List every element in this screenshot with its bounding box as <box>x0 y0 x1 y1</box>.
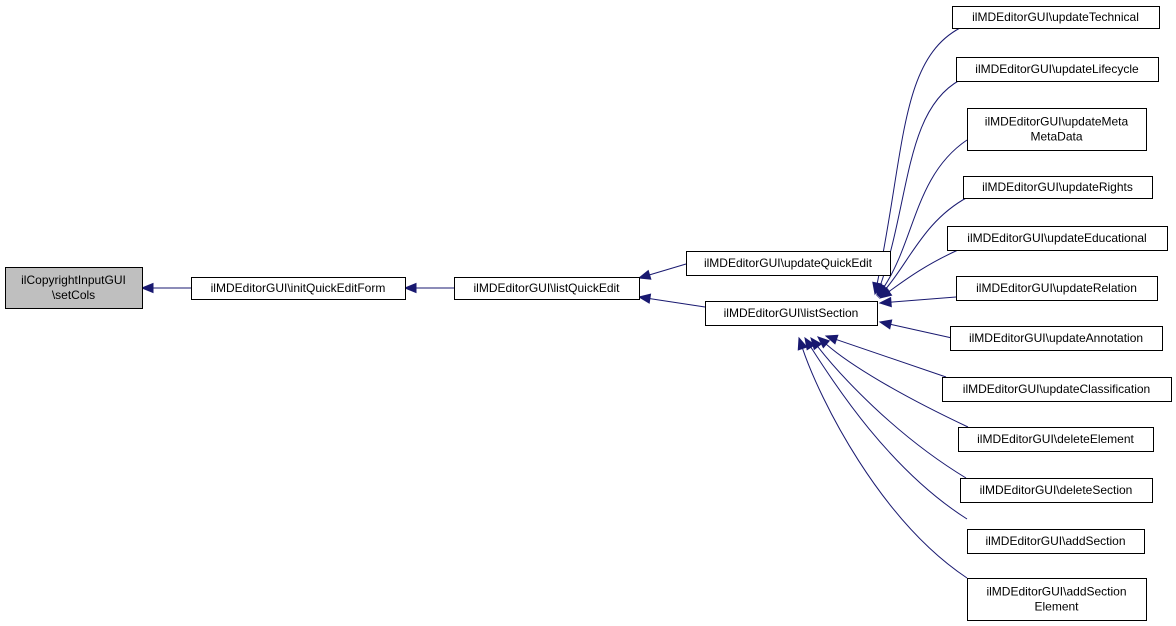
node-box <box>705 301 878 326</box>
arrow-head <box>878 319 893 330</box>
node-box <box>967 578 1147 621</box>
arrow-head <box>817 336 831 349</box>
node-label-line: MetaData <box>1030 130 1082 144</box>
node-label-line: ilMDEditorGUI\updateEducational <box>967 231 1146 245</box>
edge-line <box>810 347 968 520</box>
edge-line <box>649 263 687 276</box>
edge-addSection-to-listSection <box>804 336 968 520</box>
edges-layer <box>140 27 969 579</box>
node-updateEducational[interactable]: ilMDEditorGUI\updateEducational <box>947 226 1168 251</box>
node-label-line: ilMDEditorGUI\deleteSection <box>980 483 1133 497</box>
node-updateRelation[interactable]: ilMDEditorGUI\updateRelation <box>956 276 1158 301</box>
edge-listQuickEdit-to-initQuickEditForm <box>403 282 454 294</box>
arrow-head <box>637 293 652 304</box>
node-box <box>942 377 1172 402</box>
arrow-head <box>797 336 808 351</box>
edge-initQuickEditForm-to-setCols <box>140 282 191 294</box>
node-box <box>952 6 1160 29</box>
edge-line <box>890 296 957 303</box>
edge-updateQuickEdit-to-listQuickEdit <box>637 263 687 280</box>
node-label-line: Element <box>1034 600 1079 614</box>
edge-deleteSection-to-listSection <box>810 336 967 479</box>
node-box <box>947 226 1168 251</box>
node-addSection[interactable]: ilMDEditorGUI\addSection <box>967 529 1145 554</box>
edge-listSection-to-listQuickEdit <box>637 293 706 308</box>
edge-line <box>802 348 968 579</box>
node-box <box>454 277 640 300</box>
node-listSection[interactable]: ilMDEditorGUI\listSection <box>705 301 878 326</box>
edge-updateRelation-to-listSection <box>878 296 957 308</box>
nodes-layer: ilCopyrightInputGUI\setCols ilMDEditorGUI… <box>5 6 1172 621</box>
edge-line <box>880 79 961 285</box>
node-label-line: ilMDEditorGUI\deleteElement <box>977 432 1134 446</box>
node-label-line: ilMDEditorGUI\initQuickEditForm <box>211 281 386 295</box>
edge-addSectionElement-to-listSection <box>797 336 968 579</box>
node-label-line: ilMDEditorGUI\updateClassification <box>963 382 1150 396</box>
node-box <box>963 176 1153 199</box>
node-updateRights[interactable]: ilMDEditorGUI\updateRights <box>963 176 1153 199</box>
edge-updateClassification-to-listSection <box>824 334 947 378</box>
arrow-head <box>878 287 893 299</box>
arrow-head <box>804 336 816 351</box>
node-label-line: ilMDEditorGUI\updateAnnotation <box>969 331 1143 345</box>
arrow-head <box>637 269 652 280</box>
edge-line <box>885 196 969 289</box>
node-listQuickEdit[interactable]: ilMDEditorGUI\listQuickEdit <box>454 277 640 300</box>
node-deleteElement[interactable]: ilMDEditorGUI\deleteElement <box>958 427 1154 452</box>
node-label-line: ilMDEditorGUI\updateTechnical <box>972 10 1139 24</box>
node-label-line: ilMDEditorGUI\listSection <box>724 306 859 320</box>
node-label-line: ilCopyrightInputGUI <box>21 273 126 287</box>
node-updateClassification[interactable]: ilMDEditorGUI\updateClassification <box>942 377 1172 402</box>
edge-line <box>890 323 953 339</box>
node-updateQuickEdit[interactable]: ilMDEditorGUI\updateQuickEdit <box>686 251 891 276</box>
edge-line <box>825 343 969 428</box>
arrow-head <box>403 282 417 294</box>
node-setCols[interactable]: ilCopyrightInputGUI\setCols <box>5 267 143 309</box>
node-label-line: ilMDEditorGUI\updateRights <box>982 180 1133 194</box>
edge-line <box>836 339 947 378</box>
node-box <box>191 277 406 300</box>
node-deleteSection[interactable]: ilMDEditorGUI\deleteSection <box>960 478 1153 503</box>
edge-updateAnnotation-to-listSection <box>878 319 953 339</box>
arrow-head <box>824 334 839 345</box>
arrow-head <box>140 282 154 294</box>
edge-line <box>649 298 706 308</box>
node-box <box>950 326 1163 351</box>
node-updateAnnotation[interactable]: ilMDEditorGUI\updateAnnotation <box>950 326 1163 351</box>
node-label-line: ilMDEditorGUI\updateRelation <box>976 281 1137 295</box>
node-box <box>958 427 1154 452</box>
root-node-box <box>5 267 143 309</box>
node-label-line: ilMDEditorGUI\updateLifecycle <box>975 62 1139 76</box>
edge-updateMetaMetaData-to-listSection <box>877 139 968 298</box>
edge-updateEducational-to-listSection <box>878 249 959 299</box>
node-updateLifecycle[interactable]: ilMDEditorGUI\updateLifecycle <box>956 57 1159 82</box>
node-label-line: ilMDEditorGUI\listQuickEdit <box>473 281 620 295</box>
node-box <box>686 251 891 276</box>
node-box <box>956 276 1158 301</box>
arrow-head <box>878 296 892 308</box>
node-label-line: ilMDEditorGUI\updateQuickEdit <box>704 256 873 270</box>
node-box <box>956 57 1159 82</box>
node-label-line: ilMDEditorGUI\addSection <box>985 534 1125 548</box>
edge-deleteElement-to-listSection <box>817 336 969 428</box>
node-box <box>967 529 1145 554</box>
node-label-line: ilMDEditorGUI\updateMeta <box>985 115 1129 129</box>
edge-line <box>876 27 961 284</box>
edge-line <box>888 249 959 292</box>
node-box <box>960 478 1153 503</box>
edge-line <box>883 139 968 288</box>
node-updateTechnical[interactable]: ilMDEditorGUI\updateTechnical <box>952 6 1160 29</box>
edge-line <box>817 346 967 479</box>
node-initQuickEditForm[interactable]: ilMDEditorGUI\initQuickEditForm <box>191 277 406 300</box>
node-box <box>967 108 1147 151</box>
node-label-line: ilMDEditorGUI\addSection <box>986 585 1126 599</box>
node-label-line: \setCols <box>52 288 95 302</box>
